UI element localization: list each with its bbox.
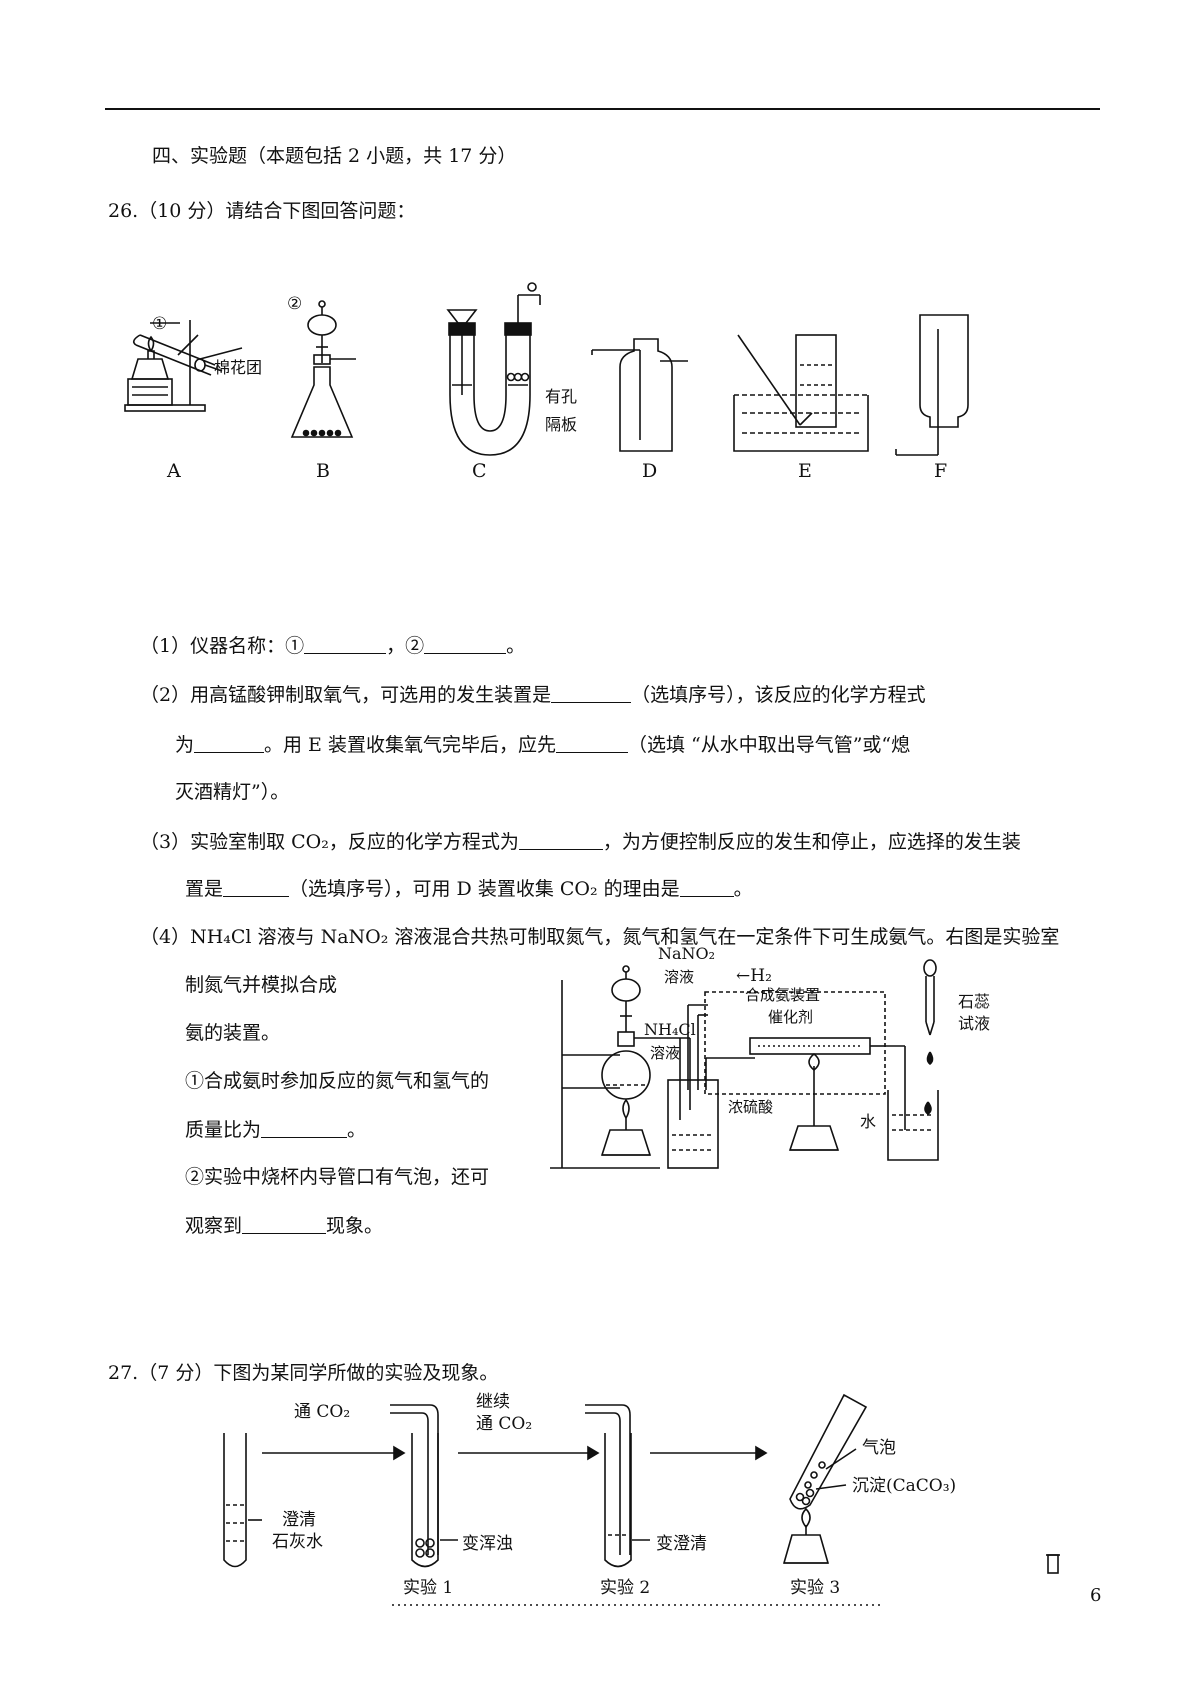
turbid-label: 变浑浊 — [462, 1534, 513, 1554]
water-label: 水 — [860, 1112, 877, 1131]
page-number: 6 — [1090, 1585, 1102, 1606]
clear-label: 变澄清 — [656, 1534, 707, 1554]
apparatus-b — [290, 300, 356, 438]
conc-sulfuric-acid-label: 浓硫酸 — [728, 1098, 774, 1116]
apparatus-c — [446, 282, 541, 456]
q26-line8: 制氮气并模拟合成 — [185, 974, 338, 996]
blank-co2-equation[interactable] — [518, 830, 603, 850]
q26-line12: ②实验中烧杯内导管口有气泡，还可 — [185, 1166, 490, 1188]
ammonia-synthesis-figure — [550, 959, 939, 1169]
blank-o2-equation[interactable] — [194, 733, 265, 753]
blank-instrument-1[interactable] — [304, 634, 387, 654]
experiment-3-label: 实验 3 — [790, 1578, 841, 1598]
blank-mass-ratio[interactable] — [261, 1118, 348, 1138]
q26-line1: （1）仪器名称：①，②。 — [140, 634, 526, 657]
q27-experiment-figure — [223, 1393, 1060, 1606]
label-c: C — [472, 460, 487, 482]
blank-co2-reason[interactable] — [679, 877, 734, 897]
pass-co2-label: 通 CO₂ — [294, 1402, 351, 1422]
blank-instrument-2[interactable] — [424, 634, 507, 654]
litmus-label-1: 石蕊 — [958, 992, 991, 1011]
q26-stem: 26.（10 分）请结合下图回答问题： — [108, 200, 416, 222]
q27-stem: 27.（7 分）下图为某同学所做的实验及现象。 — [108, 1362, 499, 1384]
blank-o2-apparatus[interactable] — [551, 683, 632, 703]
label-d: D — [642, 460, 657, 482]
label-a: A — [166, 460, 181, 482]
apparatus-f — [895, 314, 969, 456]
label-f: F — [934, 460, 947, 482]
nano2-solution-label: 溶液 — [664, 968, 695, 986]
q26-line5: （3）实验室制取 CO₂，反应的化学方程式为，为方便控制反应的发生和停止，应选择… — [140, 830, 1021, 853]
nh4cl-solution-label: 溶液 — [650, 1044, 681, 1062]
q27-text-layer: 通 CO₂ 继续 通 CO₂ 澄清 石灰水 变浑浊 变澄清 气泡 沉淀(CaCO… — [0, 1365, 1200, 1615]
catalyst-label: 催化剂 — [768, 1008, 814, 1026]
q26-line3: 为。用 E 装置收集氧气完毕后，应先（选填 “从水中取出导气管”或“熄 — [175, 733, 911, 756]
h2-label: ←H₂ — [736, 966, 772, 986]
fig2-text-layer: NaNO₂ 溶液 NH₄Cl 溶液 ←H₂ 合成氨装置 催化剂 浓硫酸 水 石蕊… — [540, 944, 1100, 1180]
blank-co2-apparatus[interactable] — [223, 877, 290, 897]
blank-phenomenon[interactable] — [242, 1214, 327, 1234]
label-e: E — [798, 460, 812, 482]
apparatus-e — [733, 334, 869, 452]
apparatus-d — [591, 338, 688, 452]
section-title: 四、实验题（本题包括 2 小题，共 17 分） — [152, 145, 517, 167]
porous-plate-label-1: 有孔 — [545, 387, 577, 406]
experiment-2-label: 实验 2 — [600, 1578, 651, 1598]
blank-first-step[interactable] — [555, 733, 628, 753]
q26-apparatus-figure: ① 棉花团 A ② B 有孔 隔板 C — [124, 282, 969, 482]
q26-line2: （2）用高锰酸钾制取氧气，可选用的发生装置是（选填序号），该反应的化学方程式 — [140, 683, 926, 706]
porous-plate-label-2: 隔板 — [545, 415, 577, 434]
header-rule — [105, 108, 1100, 110]
experiment-1-label: 实验 1 — [403, 1578, 454, 1598]
limewater-label-1: 澄清 — [282, 1510, 316, 1530]
q26-line4: 灭酒精灯”）。 — [175, 781, 290, 803]
continue-label: 继续 — [476, 1392, 510, 1412]
q26-line10: ①合成氨时参加反应的氮气和氢气的 — [185, 1070, 490, 1092]
q26-line9: 氨的装置。 — [185, 1022, 281, 1044]
limewater-label-2: 石灰水 — [272, 1532, 323, 1552]
label-b: B — [316, 460, 330, 482]
nano2-label: NaNO₂ — [658, 944, 716, 963]
bubble-label: 气泡 — [862, 1438, 896, 1458]
marker-1: ① — [152, 314, 167, 334]
cotton-label: 棉花团 — [214, 358, 262, 377]
precipitate-label: 沉淀(CaCO₃) — [852, 1476, 957, 1496]
q26-line7: （4）NH₄Cl 溶液与 NaNO₂ 溶液混合共热可制取氮气，氮气和氢气在一定条… — [140, 926, 1060, 948]
q26-line11: 质量比为。 — [185, 1118, 367, 1141]
nh4cl-label: NH₄Cl — [644, 1020, 696, 1039]
continue-co2-label: 通 CO₂ — [476, 1414, 533, 1434]
litmus-label-2: 试液 — [958, 1014, 991, 1033]
synthesis-label: 合成氨装置 — [745, 986, 821, 1004]
marker-2: ② — [287, 294, 302, 314]
apparatus-a — [124, 320, 243, 412]
q26-line6: 置是（选填序号），可用 D 装置收集 CO₂ 的理由是。 — [185, 877, 753, 900]
q26-line13: 观察到现象。 — [185, 1214, 384, 1237]
